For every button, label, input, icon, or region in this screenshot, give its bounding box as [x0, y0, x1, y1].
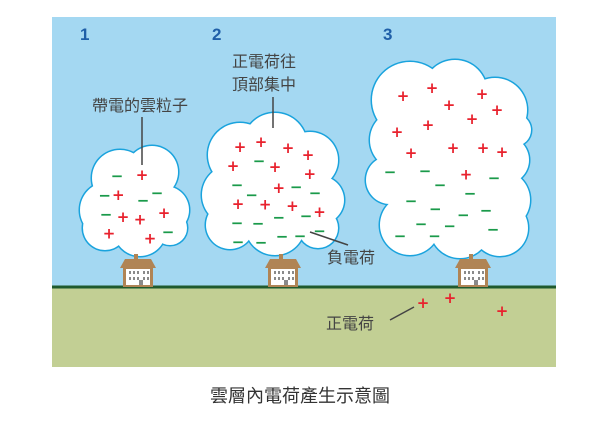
positive-charge-icon: + [259, 196, 272, 214]
negative-charge-icon: − [434, 176, 447, 194]
negative-charge-icon: − [480, 202, 493, 220]
positive-charge-icon: + [476, 85, 489, 103]
positive-charge-icon: + [227, 157, 240, 175]
positive-charge-icon: + [103, 224, 116, 242]
negative-charge-icon: − [276, 228, 289, 246]
positive-charge-icon: + [496, 302, 509, 320]
positive-charge-icon: + [417, 294, 430, 312]
negative-charge-icon: − [457, 206, 470, 224]
positive-charge-icon: + [286, 197, 299, 215]
negative-charge-icon: − [255, 234, 268, 252]
cloud-1 [78, 144, 191, 258]
label-negative-charge: 負電荷 [327, 248, 375, 267]
negative-charge-icon: − [309, 184, 322, 202]
positive-charge-icon: + [496, 143, 509, 161]
positive-charge-icon: + [144, 229, 157, 247]
house-icon [265, 254, 301, 287]
stage-number-3: 3 [383, 25, 392, 44]
positive-charge-icon: + [255, 133, 268, 151]
stage-number-2: 2 [212, 25, 221, 44]
positive-charge-icon: + [269, 158, 282, 176]
positive-charge-icon: + [304, 165, 317, 183]
label-charged-particles: 帶電的雲粒子 [92, 96, 188, 115]
positive-charge-icon: + [405, 144, 418, 162]
positive-charge-icon: + [232, 195, 245, 213]
house-icon [120, 254, 156, 287]
negative-charge-icon: − [294, 227, 307, 245]
negative-charge-icon: − [273, 209, 286, 227]
negative-charge-icon: − [232, 233, 245, 251]
negative-charge-icon: − [151, 184, 164, 202]
negative-charge-icon: − [405, 192, 418, 210]
negative-charge-icon: − [415, 215, 428, 233]
negative-charge-icon: − [487, 221, 500, 239]
positive-charge-icon: + [117, 208, 130, 226]
cloud-2 [200, 111, 346, 257]
negative-charge-icon: − [231, 214, 244, 232]
negative-charge-icon: − [98, 186, 111, 204]
negative-charge-icon: − [443, 217, 456, 235]
negative-charge-icon: − [253, 152, 266, 170]
positive-charge-icon: + [491, 101, 504, 119]
diagram-caption: 雲層內電荷產生示意圖 [210, 386, 390, 407]
negative-charge-icon: − [245, 186, 258, 204]
positive-charge-icon: + [444, 289, 457, 307]
negative-charge-icon: − [394, 227, 407, 245]
positive-charge-icon: + [136, 166, 149, 184]
positive-charge-icon: + [443, 96, 456, 114]
label-positive-top-1: 正電荷往 [232, 52, 296, 71]
positive-charge-icon: + [460, 166, 473, 184]
pointer-line [389, 306, 415, 321]
positive-charge-icon: + [313, 203, 326, 221]
positive-charge-icon: + [422, 116, 435, 134]
negative-charge-icon: − [100, 205, 113, 223]
positive-charge-icon: + [112, 186, 125, 204]
negative-charge-icon: − [300, 207, 313, 225]
positive-charge-icon: + [477, 139, 490, 157]
positive-charge-icon: + [466, 110, 479, 128]
negative-charge-icon: − [464, 185, 477, 203]
house-icon [455, 254, 491, 287]
positive-charge-icon: + [234, 138, 247, 156]
negative-charge-icon: − [313, 222, 326, 240]
cloud-3 [364, 58, 533, 260]
negative-charge-icon: − [488, 169, 501, 187]
stage-number-1: 1 [80, 25, 89, 44]
negative-charge-icon: − [290, 178, 303, 196]
positive-charge-icon: + [273, 179, 286, 197]
negative-charge-icon: − [231, 176, 244, 194]
positive-charge-icon: + [282, 139, 295, 157]
negative-charge-icon: − [419, 162, 432, 180]
negative-charge-icon: − [162, 223, 175, 241]
negative-charge-icon: − [384, 163, 397, 181]
positive-charge-icon: + [302, 146, 315, 164]
negative-charge-icon: − [252, 215, 265, 233]
positive-charge-icon: + [447, 139, 460, 157]
positive-charge-icon: + [134, 210, 147, 228]
label-positive-top-2: 頂部集中 [232, 75, 296, 94]
label-ground-positive: 正電荷 [326, 314, 374, 333]
ground [52, 287, 556, 367]
positive-charge-icon: + [158, 204, 171, 222]
positive-charge-icon: + [397, 87, 410, 105]
negative-charge-icon: − [428, 227, 441, 245]
negative-charge-icon: − [111, 167, 124, 185]
positive-charge-icon: + [426, 79, 439, 97]
positive-charge-icon: + [391, 123, 404, 141]
pointer-line [309, 231, 349, 246]
negative-charge-icon: − [429, 200, 442, 218]
negative-charge-icon: − [137, 191, 150, 209]
